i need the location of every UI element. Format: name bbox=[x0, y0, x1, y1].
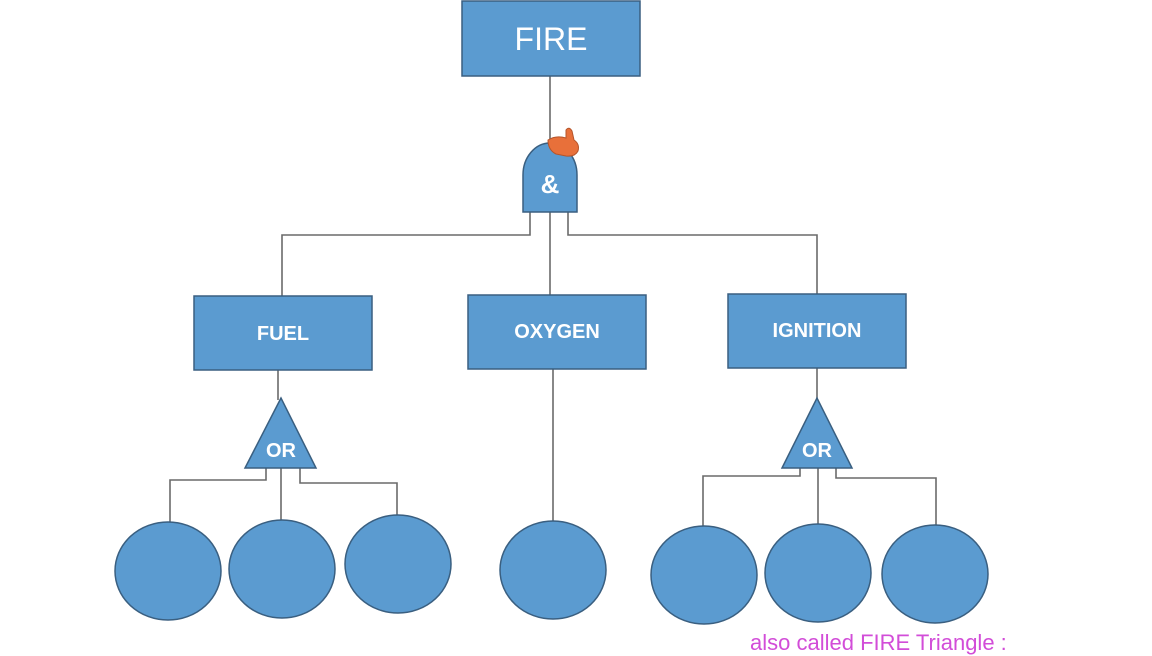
caption-text: also called FIRE Triangle : bbox=[750, 630, 1007, 655]
basic-event-fuel-1[interactable] bbox=[114, 521, 222, 621]
top-event-label: FIRE bbox=[515, 21, 588, 57]
or-gate-fuel-label: OR bbox=[266, 440, 297, 462]
and-gate-label: & bbox=[541, 169, 560, 199]
basic-event-ignition-1[interactable] bbox=[650, 525, 758, 625]
basic-event-oxygen-1[interactable] bbox=[499, 520, 607, 620]
basic-event-ignition-2[interactable] bbox=[764, 523, 872, 623]
basic-event-ignition-3[interactable] bbox=[881, 524, 989, 624]
event-ignition[interactable]: IGNITION bbox=[727, 293, 907, 369]
or-gate-ignition[interactable]: OR bbox=[780, 396, 854, 469]
or-gate-fuel[interactable]: OR bbox=[243, 396, 318, 469]
and-gate[interactable]: & bbox=[522, 142, 578, 213]
connector-lines bbox=[169, 76, 937, 527]
basic-event-fuel-2[interactable] bbox=[228, 519, 336, 619]
event-oxygen-label: OXYGEN bbox=[514, 321, 600, 343]
basic-event-fuel-3[interactable] bbox=[344, 514, 452, 614]
or-gate-ignition-label: OR bbox=[802, 440, 833, 462]
event-fuel-label: FUEL bbox=[257, 323, 309, 345]
basic-events bbox=[114, 514, 989, 625]
event-ignition-label: IGNITION bbox=[773, 320, 862, 342]
hand-pointer-cursor-icon bbox=[547, 127, 579, 157]
event-fuel[interactable]: FUEL bbox=[193, 295, 373, 371]
event-oxygen[interactable]: OXYGEN bbox=[467, 294, 647, 370]
top-event-fire[interactable]: FIRE bbox=[461, 0, 641, 77]
